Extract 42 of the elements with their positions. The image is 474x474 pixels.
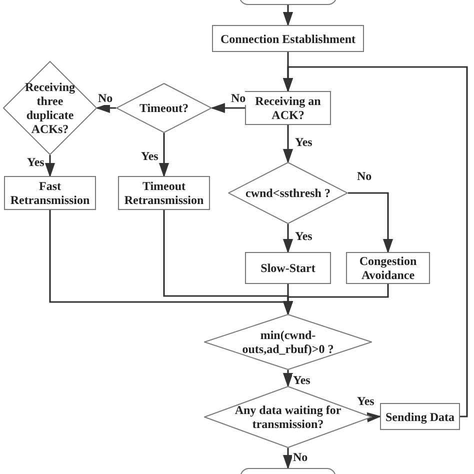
box-label: Receiving an ACK? <box>254 94 322 122</box>
box-label: Fast Retransmission <box>9 179 91 207</box>
edge-label: Yes <box>294 230 314 243</box>
edge-label: Yes <box>26 156 46 169</box>
process-box <box>212 25 364 52</box>
box-label: Sending Data <box>385 410 455 424</box>
process-box <box>245 252 331 284</box>
arrow <box>348 192 394 254</box>
arrow <box>96 102 116 114</box>
edge-label: Yes <box>140 150 160 163</box>
box-label: Slow-Start <box>260 261 316 275</box>
arrow <box>282 448 294 470</box>
arrow <box>366 412 382 422</box>
arrow <box>44 155 56 178</box>
process-box <box>4 176 96 210</box>
edge-label: No <box>230 92 247 105</box>
arrow <box>282 125 294 164</box>
edge-label: Yes <box>294 136 314 149</box>
arrow <box>282 370 294 388</box>
edge-label: No <box>292 451 309 464</box>
box-label: Connection Establishment <box>220 32 356 46</box>
decision-label: Receiving three duplicate ACKs? <box>24 80 76 136</box>
arrow <box>282 5 294 26</box>
process-box <box>346 252 430 284</box>
arrow <box>158 133 170 178</box>
box-label: Timeout Retransmission <box>123 179 205 207</box>
process-box <box>245 91 331 125</box>
arrow <box>282 66 468 418</box>
edge-label: No <box>97 92 114 105</box>
process-box <box>380 403 460 430</box>
decision-label: Timeout? <box>139 101 189 115</box>
edge-label: Yes <box>356 395 376 408</box>
box-label: Congestion Avoidance <box>358 254 418 282</box>
edge-label: Yes <box>292 374 312 387</box>
arrow <box>282 284 389 316</box>
edge-label: No <box>356 170 373 183</box>
arrow <box>210 102 245 114</box>
decision-label: cwnd<ssthresh ? <box>246 186 330 200</box>
decision-label: Any data waiting for transmission? <box>234 403 342 431</box>
decision-label: min(cwnd-outs,ad_rbuf)>0 ? <box>241 328 335 356</box>
process-box <box>118 176 210 210</box>
arrow <box>282 224 294 254</box>
